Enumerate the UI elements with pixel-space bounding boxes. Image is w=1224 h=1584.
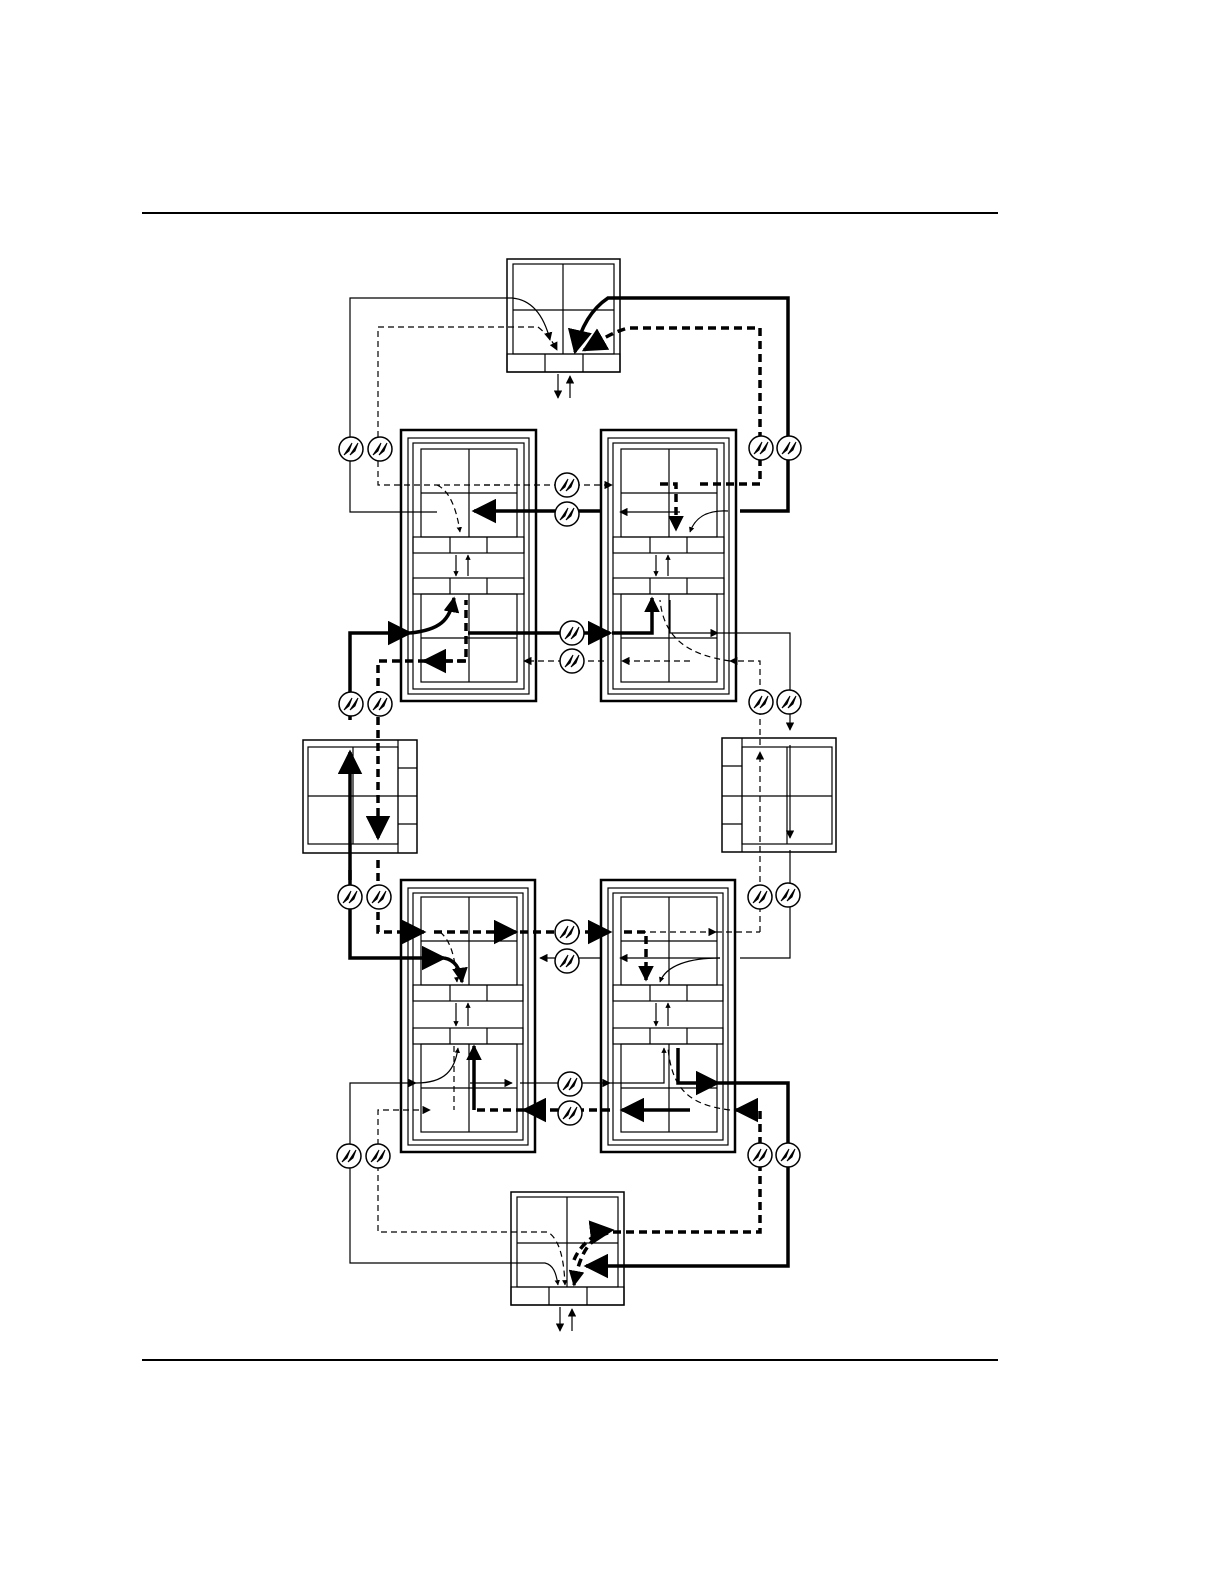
amplifier-icon [776,883,800,907]
amplifier-icon [777,690,801,714]
amplifier-icon [777,436,801,460]
amplifier-icon [776,1143,800,1167]
right-side-node [722,738,836,852]
amplifier-icon [339,437,363,461]
amplifier-icon [558,1101,582,1125]
amplifier-icon [560,649,584,673]
dual-node-lower-left [401,880,535,1152]
amplifier-icon [748,885,772,909]
amplifier-icon [748,1143,772,1167]
left-side-node [303,740,417,853]
amplifier-icon [555,949,579,973]
amplifier-icon [749,690,773,714]
amplifier-icon [366,1144,390,1168]
amplifier-icon [337,1144,361,1168]
amplifier-icon [338,885,362,909]
amplifier-icon [368,692,392,716]
bottom-terminal-node [511,1192,624,1331]
dual-node-upper-right [601,430,736,701]
amplifier-icon [749,436,773,460]
amplifier-icon [560,621,584,645]
amplifier-icon [555,920,579,944]
amplifier-icon [558,1072,582,1096]
amplifier-icon [339,692,363,716]
amplifier-icon [367,885,391,909]
amplifier-icon [368,437,392,461]
amplifier-icon [555,473,579,497]
amplifier-icon [555,502,579,526]
top-terminal-node [507,259,620,398]
